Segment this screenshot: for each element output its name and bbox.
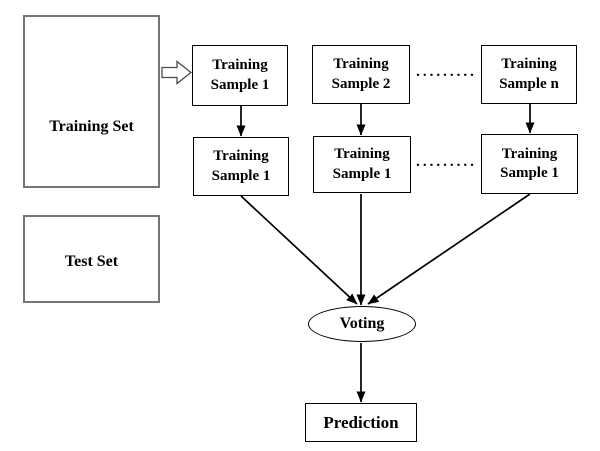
- training-sample-2-top-label: Training Sample 2: [331, 56, 391, 92]
- training-sample-2-bottom-box: Training Sample 1: [313, 136, 411, 193]
- training-sample-2-top-box: Training Sample 2: [312, 45, 410, 104]
- training-sample-n-top-box: Training Sample n: [481, 45, 577, 104]
- test-set-box: Test Set: [23, 215, 160, 303]
- training-set-label: Training Set: [49, 117, 134, 135]
- test-set-label: Test Set: [64, 253, 119, 270]
- ellipsis-dots-row1: .........: [412, 45, 481, 100]
- prediction-box: Prediction: [305, 403, 417, 442]
- training-sample-2-bottom-label: Training Sample 1: [332, 146, 392, 182]
- training-sample-1-top-box: Training Sample 1: [192, 45, 288, 106]
- ellipsis-dots-row2-text: .........: [416, 154, 477, 170]
- training-sample-1-bottom-label: Training Sample 1: [211, 148, 271, 184]
- training-sample-n-top-label: Training Sample n: [499, 56, 559, 92]
- ellipsis-dots-row2: .........: [412, 136, 481, 189]
- training-sample-1-top-label: Training Sample 1: [210, 57, 270, 93]
- ellipsis-dots-row1-text: .........: [416, 64, 477, 80]
- prediction-label: Prediction: [323, 412, 399, 432]
- voting-ellipse: Voting: [308, 306, 416, 342]
- training-sample-n-bottom-box: Training Sample 1: [481, 134, 578, 194]
- arrow-samplen-to-voting: [367, 193, 531, 305]
- training-sample-1-bottom-box: Training Sample 1: [193, 137, 289, 196]
- training-set-box: Training Set: [23, 15, 160, 188]
- training-sample-n-bottom-label: Training Sample 1: [500, 145, 559, 182]
- hollow-arrow-training-set-to-sample1: [161, 60, 193, 85]
- arrow-sample1-to-voting: [240, 195, 358, 305]
- voting-label: Voting: [339, 315, 385, 332]
